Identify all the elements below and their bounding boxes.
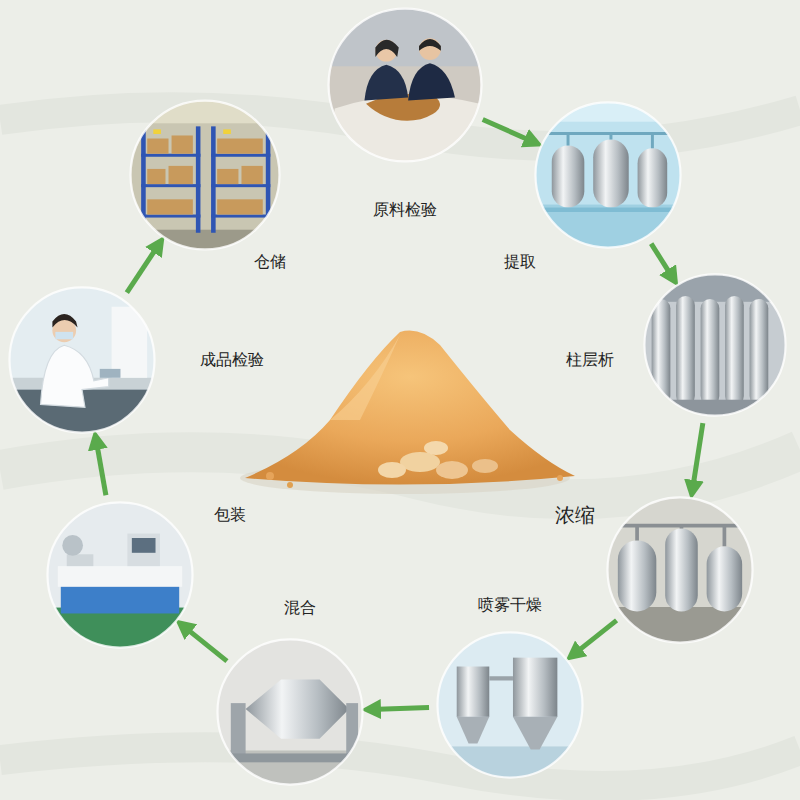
step-label: 柱层析 (566, 350, 614, 369)
process-photo-circle: 混合 (216, 638, 364, 786)
process-photo (46, 501, 194, 649)
step-label: 仓储 (254, 252, 286, 271)
process-photo-circle: 提取 (534, 101, 682, 249)
process-photo-circle: 喷雾干燥 (436, 631, 584, 779)
flow-arrow (183, 626, 227, 661)
flow-arrow (483, 119, 534, 142)
process-photo-circle: 原料检验 (327, 7, 483, 163)
flow-arrow (651, 244, 673, 279)
flow-arrow (127, 244, 159, 292)
process-photo-circle: 成品检验 (8, 286, 156, 434)
step-label: 浓缩 (555, 503, 595, 527)
step-label: 混合 (284, 598, 316, 617)
process-photo (8, 286, 156, 434)
process-photo-circle: 柱层析 (643, 273, 787, 417)
step-label: 成品检验 (200, 350, 264, 369)
flow-arrow (371, 708, 429, 710)
process-photo (643, 273, 787, 417)
process-photo-circle: 浓缩 (606, 496, 754, 644)
flow-arrow (692, 423, 702, 490)
step-label: 提取 (504, 252, 536, 271)
process-photo (216, 638, 364, 786)
process-photo (534, 101, 682, 249)
step-label: 原料检验 (373, 200, 437, 219)
process-photo (129, 99, 281, 251)
process-photo-circle: 仓储 (129, 99, 281, 251)
flow-arrow (573, 620, 616, 654)
flow-arrow (96, 440, 106, 495)
process-photo (436, 631, 584, 779)
process-photo (606, 496, 754, 644)
process-photo-circle: 包装 (46, 501, 194, 649)
step-label: 包装 (214, 505, 246, 524)
step-label: 喷雾干燥 (478, 595, 542, 614)
process-photo (327, 7, 483, 163)
